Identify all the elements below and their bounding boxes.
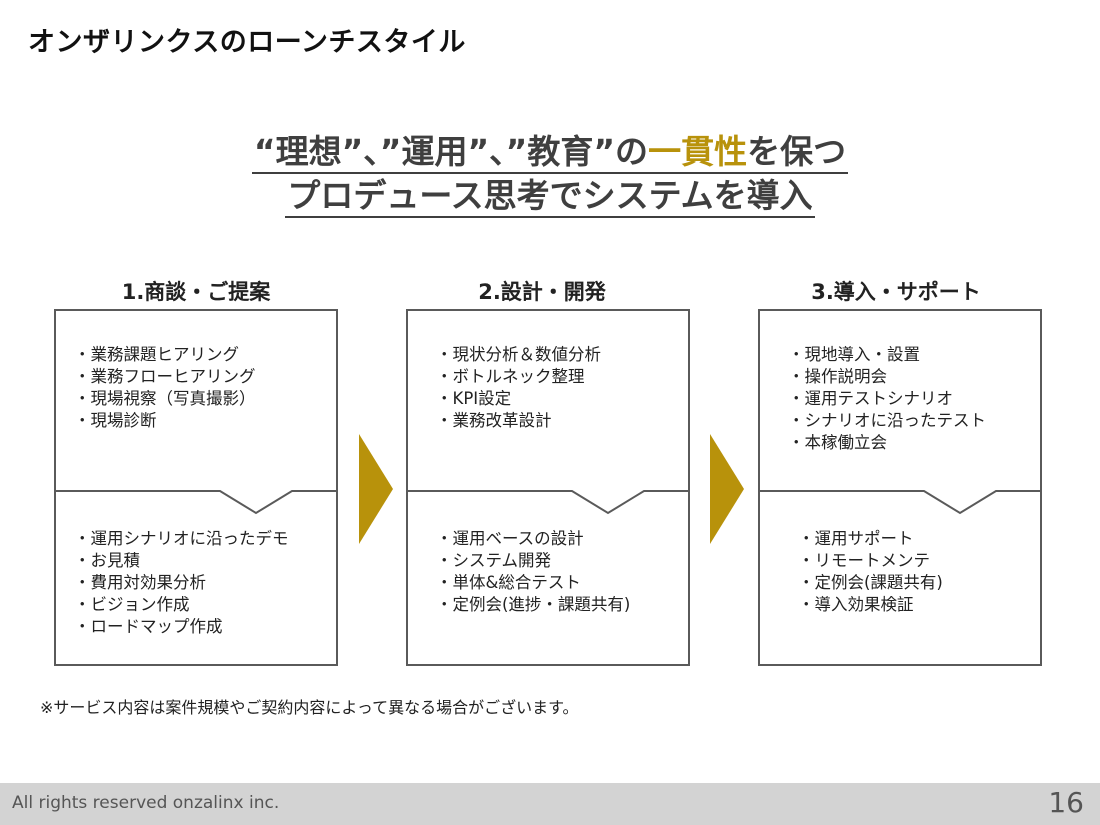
headline-line-1-text: “理想”、”運用”、”教育”の (253, 132, 649, 171)
list-item: 業務フローヒアリング (74, 366, 256, 388)
list-item: 現状分析＆数値分析 (436, 344, 602, 366)
list-item: 運用シナリオに沿ったデモ (74, 528, 289, 550)
page-title: オンザリンクスのローンチスタイル (28, 27, 466, 58)
list-item: ボトルネック整理 (436, 366, 601, 388)
step-3-title: 3.導入・サポート (811, 280, 981, 304)
headline-accent-text: 一貫性 (648, 132, 748, 171)
list-item: システム開発 (436, 550, 630, 572)
step-3-box: 現地導入・設置 操作説明会 運用テストシナリオ シナリオに沿ったテスト 本稼働立… (758, 309, 1042, 666)
step-2-title: 2.設計・開発 (478, 280, 606, 304)
step-2-lower-list: 運用ベースの設計 システム開発 単体&総合テスト 定例会(進捗・課題共有) (436, 528, 631, 616)
footer-bar: All rights reserved onzalinx inc. 16 (0, 783, 1100, 825)
list-item: 運用サポート (798, 528, 943, 550)
service-note: ※サービス内容は案件規模やご契約内容によって異なる場合がございます。 (40, 698, 579, 717)
list-item: 現場診断 (74, 410, 256, 432)
step-1-lower-list: 運用シナリオに沿ったデモ お見積 費用対効果分析 ビジョン作成 ロードマップ作成 (74, 528, 289, 638)
list-item: 業務課題ヒアリング (74, 344, 256, 366)
list-item: 運用テストシナリオ (788, 388, 986, 410)
step-2-upper-list: 現状分析＆数値分析 ボトルネック整理 KPI設定 業務改革設計 (436, 344, 602, 432)
headline-line-1: “理想”、”運用”、”教育”の一貫性を保つ (251, 132, 849, 174)
divider-notch (758, 490, 1042, 515)
list-item: ロードマップ作成 (74, 616, 289, 638)
headline-line-1-end: を保つ (747, 132, 847, 171)
step-1-title: 1.商談・ご提案 (121, 280, 271, 304)
arrow-right-icon (710, 434, 744, 544)
step-3-lower-list: 運用サポート リモートメンテ 定例会(課題共有) 導入効果検証 (798, 528, 943, 616)
divider-notch (406, 490, 690, 515)
list-item: 本稼働立会 (788, 432, 986, 454)
list-item: 現地導入・設置 (788, 344, 986, 366)
list-item: KPI設定 (436, 388, 601, 410)
arrow-right-icon (359, 434, 393, 544)
list-item: 運用ベースの設計 (436, 528, 630, 550)
step-1-box: 業務課題ヒアリング 業務フローヒアリング 現場視察（写真撮影） 現場診断 運用シ… (54, 309, 338, 666)
step-3-upper-list: 現地導入・設置 操作説明会 運用テストシナリオ シナリオに沿ったテスト 本稼働立… (788, 344, 987, 454)
divider-notch (54, 490, 338, 515)
list-item: 現場視察（写真撮影） (74, 388, 256, 410)
list-item: 定例会(課題共有) (798, 572, 943, 594)
step-2-box: 現状分析＆数値分析 ボトルネック整理 KPI設定 業務改革設計 運用ベースの設計… (406, 309, 690, 666)
list-item: 単体&総合テスト (436, 572, 630, 594)
list-item: 費用対効果分析 (74, 572, 289, 594)
list-item: お見積 (74, 550, 289, 572)
list-item: 業務改革設計 (436, 410, 601, 432)
page-number: 16 (1048, 786, 1084, 819)
list-item: シナリオに沿ったテスト (788, 410, 987, 432)
step-1-upper-list: 業務課題ヒアリング 業務フローヒアリング 現場視察（写真撮影） 現場診断 (74, 344, 256, 432)
list-item: 操作説明会 (788, 366, 986, 388)
copyright-text: All rights reserved onzalinx inc. (12, 793, 280, 813)
list-item: 導入効果検証 (798, 594, 943, 616)
list-item: 定例会(進捗・課題共有) (436, 594, 631, 616)
list-item: ビジョン作成 (74, 594, 289, 616)
headline: “理想”、”運用”、”教育”の一貫性を保つ プロデュース思考でシステムを導入 (0, 130, 1100, 218)
headline-line-2: プロデュース思考でシステムを導入 (285, 176, 815, 218)
list-item: リモートメンテ (798, 550, 943, 572)
